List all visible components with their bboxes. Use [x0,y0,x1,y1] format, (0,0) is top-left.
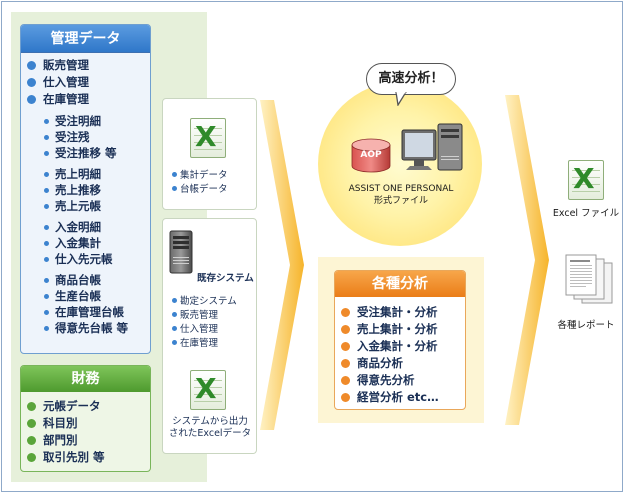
list-item: 受注推移 等 [21,145,150,161]
list-item: 仕入管理 [21,74,150,91]
bubble-tail-icon [395,92,407,106]
aop-caption: ASSIST ONE PERSONAL 形式ファイル [348,184,454,206]
bullet-icon [341,342,350,351]
excel-icon: X [190,118,226,158]
bullet-icon [44,310,49,315]
list-item: 在庫管理 [172,335,218,349]
list-item: 集計データ [172,167,228,181]
list-item: 商品分析 [335,355,465,372]
server-icon [169,230,193,274]
list-item: 勘定システム [172,293,237,307]
bullet-icon [44,225,49,230]
analysis-title: 各種分析 [335,271,465,297]
existing-system-label: 既存システム [197,273,254,284]
finance-panel: 財務 元帳データ 科目別 部門別 取引先別 等 [20,365,151,472]
bullet-icon [44,188,49,193]
management-data-panel: 管理データ 販売管理 仕入管理 在庫管理 受注明細 受注残 受注推移 等 売上明… [20,24,151,354]
bullet-icon [172,298,177,303]
bullet-icon [172,312,177,317]
list-item: 台帳データ [172,181,228,195]
bullet-icon [341,359,350,368]
export-caption-line2: されたExcelデータ [168,428,252,439]
list-item: 受注残 [21,129,150,145]
flow-arrow-1 [260,100,304,430]
bullet-icon [44,278,49,283]
bullet-icon [172,326,177,331]
analysis-panel: 各種分析 受注集計・分析 売上集計・分析 入金集計・分析 商品分析 得意先分析 … [334,270,466,410]
aop-label: AOP [360,150,382,160]
list-item: 売上明細 [21,166,150,182]
list-item: 経営分析 etc… [335,389,465,406]
bullet-icon [44,294,49,299]
bullet-icon [44,241,49,246]
export-caption-line1: システムから出力 [172,416,248,427]
computer-icon [401,123,463,171]
list-item: 得意先台帳 等 [21,320,150,336]
excel-output-icon: X [568,160,604,200]
list-item: 入金集計・分析 [335,338,465,355]
bullet-icon [341,308,350,317]
finance-title: 財務 [21,366,150,392]
bullet-icon [44,326,49,331]
list-item: 部門別 [21,432,150,449]
bullet-icon [27,453,36,462]
bullet-icon [341,325,350,334]
list-item: 仕入管理 [172,321,218,335]
excel-output-label: Excel ファイル [552,208,620,219]
list-item: 科目別 [21,415,150,432]
bullet-icon [44,172,49,177]
speech-bubble: 高速分析！ [366,63,456,95]
bullet-icon [44,135,49,140]
bullet-icon [44,119,49,124]
database-icon [351,138,391,173]
excel-icon: X [190,370,226,410]
list-item: 仕入先元帳 [21,251,150,267]
list-item: 生産台帳 [21,288,150,304]
bullet-icon [44,151,49,156]
list-item: 元帳データ [21,398,150,415]
list-item: 売上推移 [21,182,150,198]
list-item: 受注明細 [21,113,150,129]
list-item: 販売管理 [21,57,150,74]
list-item: 受注集計・分析 [335,304,465,321]
bullet-icon [27,61,36,70]
flow-arrow-2 [505,95,549,425]
bullet-icon [27,436,36,445]
list-item: 得意先分析 [335,372,465,389]
list-item: 売上集計・分析 [335,321,465,338]
report-label: 各種レポート [557,320,615,331]
bullet-icon [172,340,177,345]
bullet-icon [27,402,36,411]
list-item: 取引先別 等 [21,449,150,466]
list-item: 在庫管理 [21,91,150,108]
list-item: 商品台帳 [21,272,150,288]
list-item: 入金明細 [21,219,150,235]
list-item: 在庫管理台帳 [21,304,150,320]
bullet-icon [172,186,177,191]
list-item: 入金集計 [21,235,150,251]
bullet-icon [44,204,49,209]
list-item: 販売管理 [172,307,218,321]
bullet-icon [341,376,350,385]
list-item: 売上元帳 [21,198,150,214]
bullet-icon [27,78,36,87]
report-documents-icon [565,254,613,304]
bullet-icon [27,419,36,428]
management-data-title: 管理データ [21,25,150,53]
bullet-icon [44,257,49,262]
bullet-icon [27,95,36,104]
bullet-icon [341,393,350,402]
bullet-icon [172,172,177,177]
